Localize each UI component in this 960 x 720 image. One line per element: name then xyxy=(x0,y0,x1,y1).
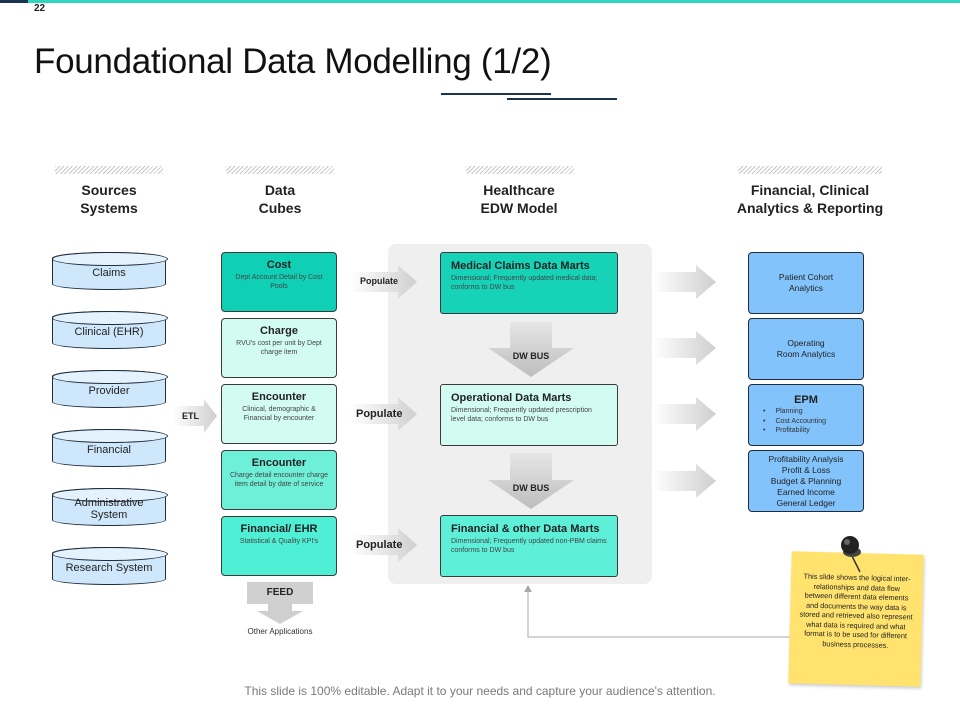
report-operating-room: Operating Room Analytics xyxy=(748,318,864,380)
source-claims: Claims xyxy=(52,252,168,290)
report-patient-cohort: Patient Cohort Analytics xyxy=(748,252,864,314)
report-epm: EPM Planning Cost Accounting Profitabili… xyxy=(748,384,864,446)
etl-arrow xyxy=(172,399,217,433)
feed-box: FEED xyxy=(247,582,313,604)
feed-arrow xyxy=(257,604,303,624)
source-provider: Provider xyxy=(52,370,168,408)
slide-number: 22 xyxy=(34,3,46,14)
report-arrow-1 xyxy=(652,265,716,299)
dw-bus-label: DW BUS xyxy=(512,483,550,493)
note-connector xyxy=(527,590,790,638)
report-finance: Profitability Analysis Profit & Loss Bud… xyxy=(748,450,864,512)
populate-label: Populate xyxy=(356,408,403,420)
title-underline xyxy=(441,93,551,95)
top-accent-bar-dark xyxy=(0,0,28,3)
top-accent-bar xyxy=(0,0,960,3)
column-hatch xyxy=(738,166,882,174)
dw-bus-arrow-1 xyxy=(488,322,574,377)
source-research-system: Research System xyxy=(52,547,168,585)
populate-label: Populate xyxy=(360,276,399,286)
report-arrow-4 xyxy=(652,464,716,498)
etl-label: ETL xyxy=(182,411,199,421)
epm-list: Planning Cost Accounting Profitability xyxy=(749,407,863,436)
page-title: Foundational Data Modelling (1/2) xyxy=(34,42,552,81)
source-administrative-system: Administrative System xyxy=(52,488,168,526)
report-arrow-2 xyxy=(652,331,716,365)
populate-label: Populate xyxy=(356,539,403,551)
dw-bus-label: DW BUS xyxy=(512,351,550,361)
column-hatch xyxy=(466,166,574,174)
populate-arrow-3 xyxy=(350,528,417,562)
column-hatch xyxy=(55,166,163,174)
source-financial: Financial xyxy=(52,429,168,467)
dw-bus-arrow-2 xyxy=(488,453,574,509)
title-underline xyxy=(507,98,617,100)
populate-arrow-1 xyxy=(350,265,417,299)
footer-caption: This slide is 100% editable. Adapt it to… xyxy=(244,684,716,698)
source-clinical-ehr: Clinical (EHR) xyxy=(52,311,168,349)
other-applications-label: Other Applications xyxy=(247,627,313,636)
report-arrow-3 xyxy=(652,397,716,431)
column-hatch xyxy=(226,166,334,174)
populate-arrow-2 xyxy=(350,397,417,431)
